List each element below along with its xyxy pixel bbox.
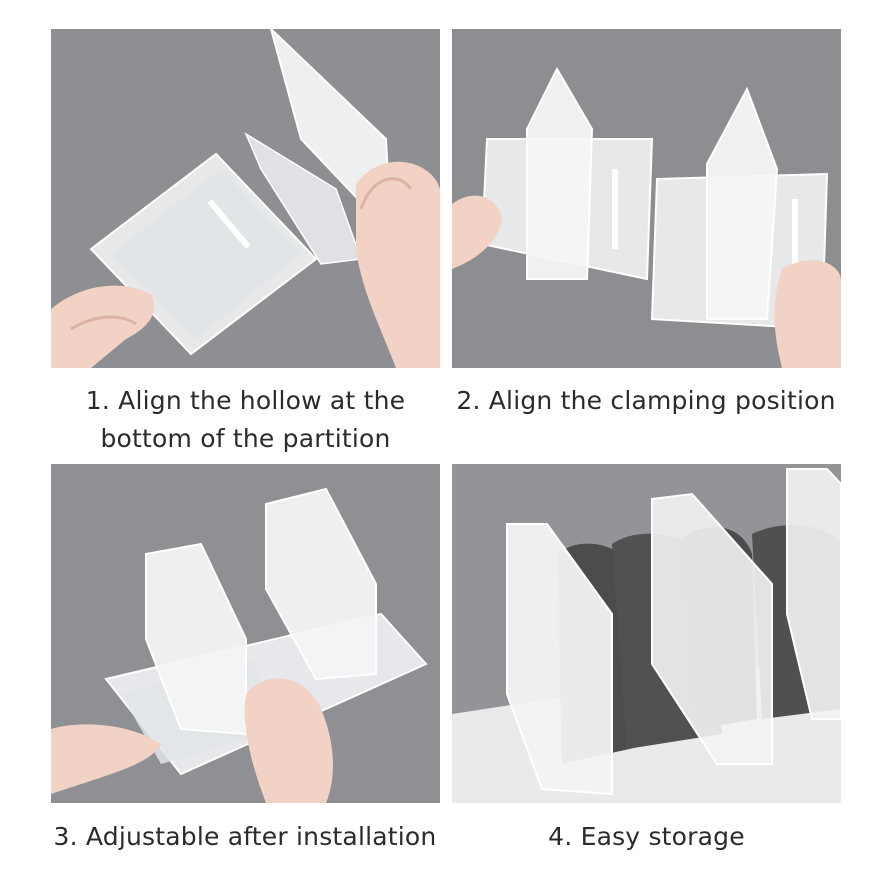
left-hand <box>452 195 502 269</box>
step-4-illustration <box>452 464 841 803</box>
step-2-caption: 2. Align the clamping position <box>440 382 852 420</box>
left-upright <box>145 542 247 736</box>
right-divider <box>706 86 779 320</box>
left-divider <box>526 66 594 280</box>
step-1-illustration <box>51 29 440 368</box>
step-4-caption-line-1: 4. Easy storage <box>548 822 745 851</box>
step-3-illustration <box>51 464 440 803</box>
front-partition <box>506 523 613 796</box>
partition-foot <box>244 132 363 265</box>
step-1-caption-line-2: bottom of the partition <box>100 424 391 453</box>
step-1-caption: 1. Align the hollow at the bottom of the… <box>51 382 440 458</box>
step-1-photo <box>51 29 440 368</box>
step-4-photo <box>452 464 841 803</box>
step-3-photo <box>51 464 440 803</box>
left-hand <box>51 285 155 368</box>
step-3-caption: 3. Adjustable after installation <box>30 818 460 856</box>
step-4-caption: 4. Easy storage <box>452 818 841 856</box>
step-2-photo <box>452 29 841 368</box>
right-hand <box>774 260 841 368</box>
left-slot <box>612 169 618 249</box>
right-hand <box>244 678 333 803</box>
step-1-caption-line-1: 1. Align the hollow at the <box>85 386 406 415</box>
middle-partition <box>651 492 773 765</box>
step-2-caption-line-1: 2. Align the clamping position <box>456 386 836 415</box>
back-partition <box>786 468 841 720</box>
step-2-illustration <box>452 29 841 368</box>
base-plate-inner <box>111 169 301 339</box>
base-slot <box>207 199 251 249</box>
step-3-caption-line-1: 3. Adjustable after installation <box>53 822 437 851</box>
right-hand <box>356 161 440 368</box>
right-upright <box>265 487 377 681</box>
left-hand <box>51 724 161 794</box>
right-slot <box>792 199 798 289</box>
